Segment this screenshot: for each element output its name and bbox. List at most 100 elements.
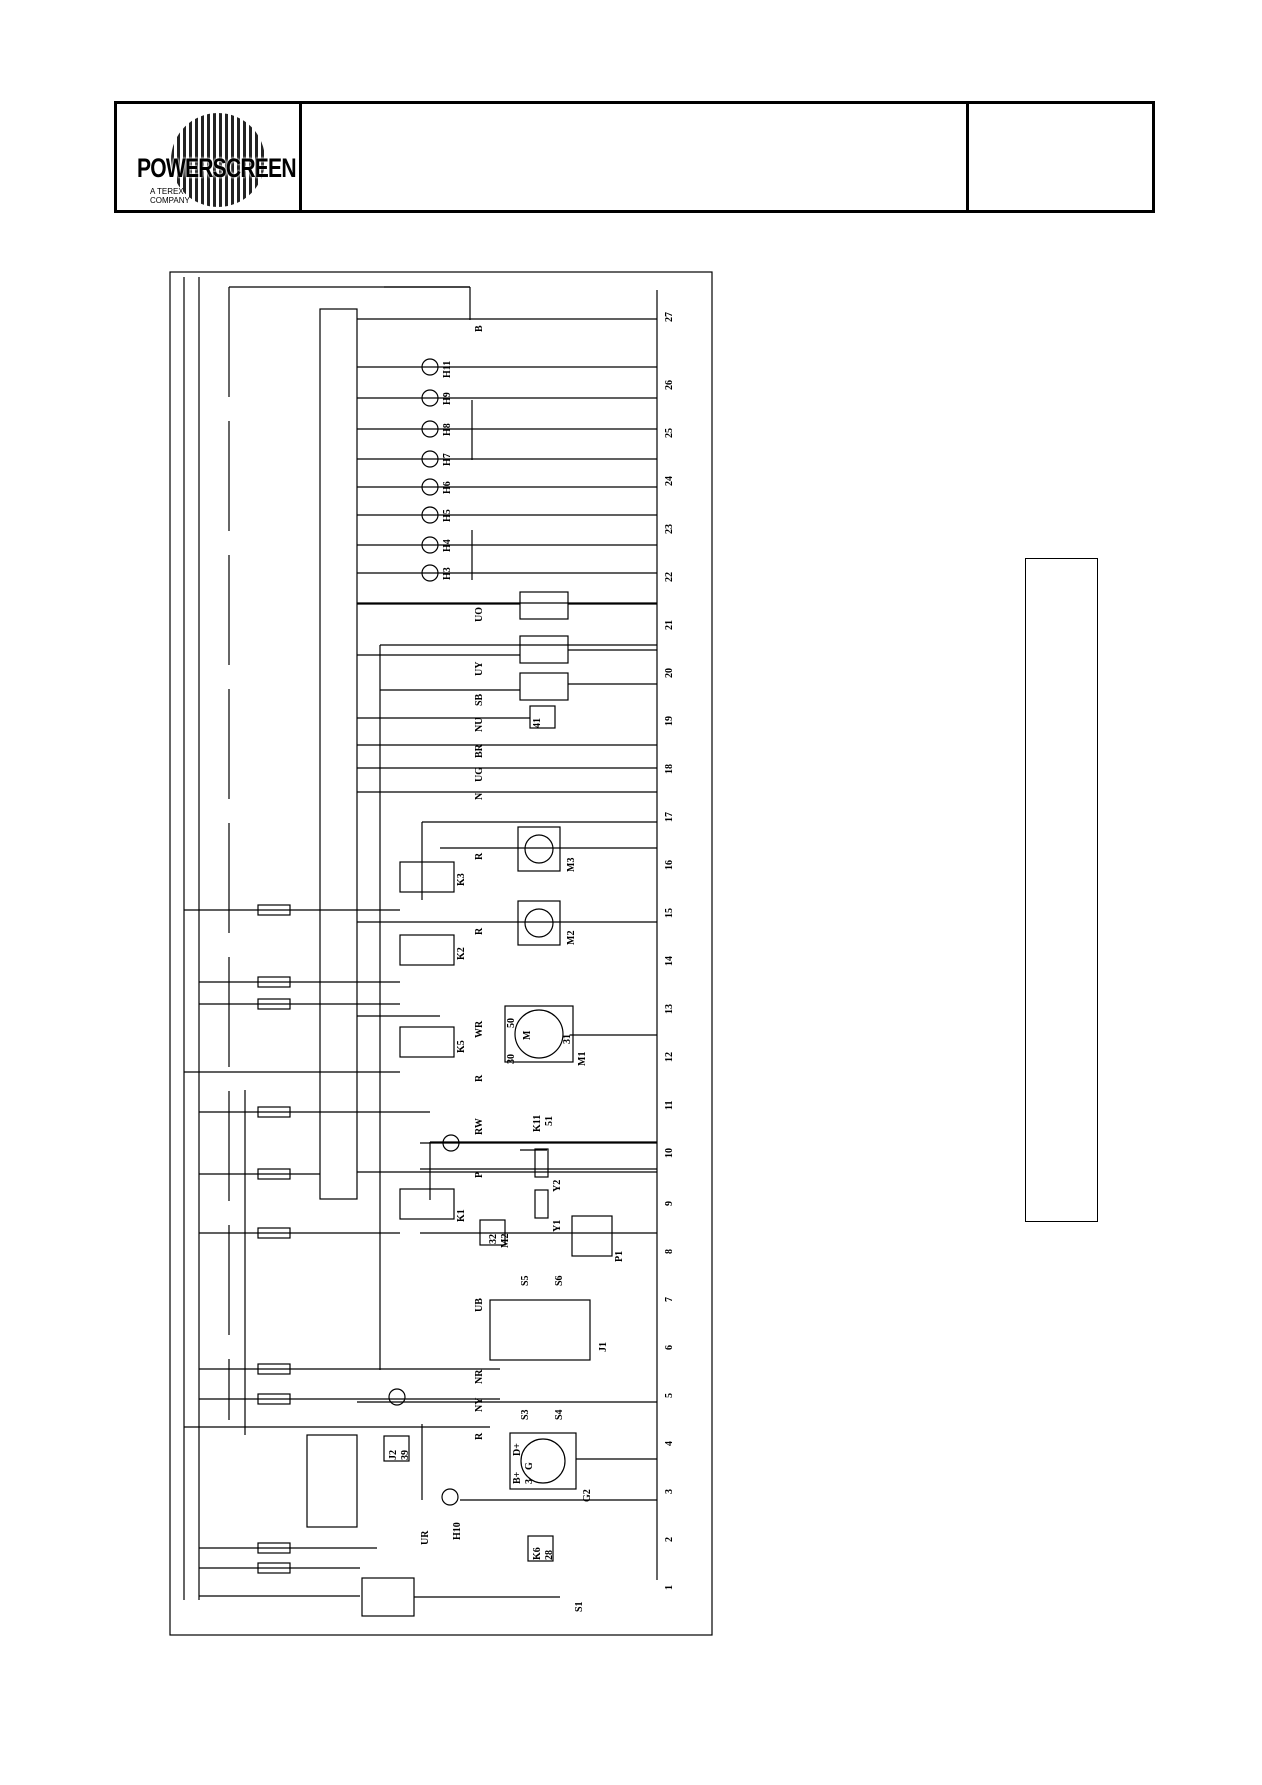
connector-block-labels: K11 51 32 M2 J2 39 K6 28 41 [388, 718, 555, 1560]
supply-rails [183, 277, 658, 1600]
terminal-label: D+ [512, 1443, 523, 1456]
line-number: 5 [664, 1393, 675, 1398]
relays [357, 847, 657, 1220]
line-number: 23 [664, 524, 675, 534]
component-label: H11 [442, 361, 453, 378]
wire-code: R [474, 1432, 485, 1440]
line-number: 21 [664, 620, 675, 630]
line-number: 24 [664, 476, 675, 486]
line-number: 6 [664, 1345, 675, 1350]
switch-lines [357, 591, 657, 1370]
wire-code: B [474, 325, 485, 332]
component-label: H9 [442, 392, 453, 405]
wire-code: UB [474, 1298, 485, 1312]
wire-code: N [474, 792, 485, 800]
connector-label: 39 [400, 1450, 411, 1460]
line-number: 11 [664, 1101, 675, 1110]
component-label: Y2 [552, 1180, 563, 1192]
connector-label: K11 [532, 1115, 543, 1132]
logo-subtitle-line1: A TEREX [150, 187, 184, 196]
component-label: H6 [442, 481, 453, 494]
logo-subtitle-line2: COMPANY [150, 196, 190, 205]
wire-code: UY [474, 661, 485, 676]
connector-label: J2 [388, 1450, 399, 1460]
component-label: S4 [554, 1409, 565, 1420]
component-label: M2 [566, 931, 577, 945]
line-number: 8 [664, 1249, 675, 1254]
wire-code: UO [474, 607, 485, 622]
component-label: Y1 [552, 1220, 563, 1232]
terminal-label: M [522, 1030, 533, 1040]
component-label: H8 [442, 423, 453, 436]
wire-code: BR [474, 743, 485, 758]
notes-panel [1025, 558, 1098, 1222]
component-label: M3 [566, 858, 577, 872]
terminal-label: B+ [512, 1471, 523, 1484]
connector-label: 28 [544, 1550, 555, 1560]
line-number: 10 [664, 1148, 675, 1158]
line-number: 3 [664, 1489, 675, 1494]
connector-label: 51 [544, 1116, 555, 1126]
line-number: 26 [664, 380, 675, 390]
component-label: H3 [442, 567, 453, 580]
indicator-lamps [388, 358, 460, 1506]
line-number: 1 [664, 1585, 675, 1590]
line-number: 27 [664, 312, 675, 322]
component-label: S5 [520, 1275, 531, 1286]
line-number: 18 [664, 764, 675, 774]
lamp-lines [357, 318, 657, 604]
wire-code: R [474, 852, 485, 860]
component-label: P1 [614, 1251, 625, 1262]
wire-code-labels: B UO UY SB NU BR UG N R R WR R RW P UB N… [420, 325, 485, 1545]
line-number: 4 [664, 1441, 675, 1446]
connector-label: 41 [532, 718, 543, 728]
motors [504, 826, 574, 1063]
line-number-labels: 1 2 3 4 5 6 7 8 9 10 11 12 13 14 15 16 1… [664, 312, 675, 1590]
line-number: 22 [664, 572, 675, 582]
connector-label: M2 [500, 1234, 511, 1248]
line-number: 7 [664, 1297, 675, 1302]
line-number: 16 [664, 860, 675, 870]
wire-code: SB [474, 693, 485, 706]
component-label: K5 [456, 1040, 467, 1053]
fuses [184, 904, 500, 1597]
line-number: 15 [664, 908, 675, 918]
line-number: 17 [664, 812, 675, 822]
component-labels: H3 H4 H5 H6 H7 H8 H9 H11 H10 K1 K2 K3 K5… [442, 361, 625, 1612]
wire-code: UG [474, 767, 485, 782]
wire-code: NU [474, 718, 485, 732]
wire-code: RW [474, 1118, 485, 1135]
terminal-label: 3 [524, 1479, 535, 1484]
line-number: 13 [664, 1004, 675, 1014]
component-label: S6 [554, 1275, 565, 1286]
connector-label: K6 [532, 1547, 543, 1560]
line-number: 12 [664, 1052, 675, 1062]
terminal-label: 31 [562, 1034, 573, 1044]
wire-code: WR [474, 1020, 485, 1038]
title-block: POWERSCREEN A TEREX COMPANY [114, 101, 1155, 213]
line-number: 25 [664, 428, 675, 438]
terminal-label: 30 [506, 1054, 517, 1064]
component-label: M1 [577, 1052, 588, 1066]
terminal-labels: 50 30 31 M D+ B+ G 3 [506, 1018, 573, 1484]
wire-code: UR [420, 1530, 431, 1545]
component-label: S3 [520, 1409, 531, 1420]
logo-cell: POWERSCREEN A TEREX COMPANY [117, 104, 302, 210]
line-number: 2 [664, 1537, 675, 1542]
title-cell [302, 104, 969, 210]
wire-code: R [474, 927, 485, 935]
valves-and-ignition [306, 1142, 657, 1617]
logo-text: POWERSCREEN [137, 153, 297, 183]
component-label: H5 [442, 509, 453, 522]
wire-code: P [474, 1172, 485, 1178]
component-label: H7 [442, 453, 453, 466]
component-label: H4 [442, 539, 453, 552]
line-number: 9 [664, 1201, 675, 1206]
terminal-label: 50 [506, 1018, 517, 1028]
component-label: K1 [456, 1209, 467, 1222]
logo-emblem [171, 113, 265, 207]
connector-label: 32 [488, 1234, 499, 1244]
terminal-label: G [524, 1462, 535, 1470]
component-label: H10 [452, 1522, 463, 1540]
